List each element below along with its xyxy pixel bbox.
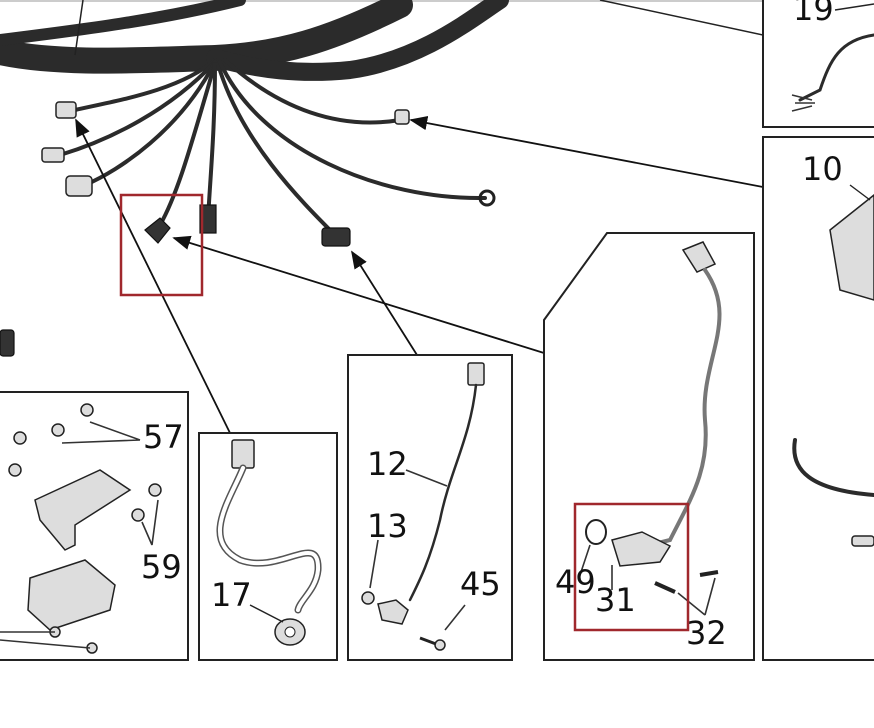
label-57: 57 <box>143 418 184 456</box>
label-17: 17 <box>211 576 252 614</box>
part-box-10: 10 <box>762 136 874 661</box>
label-32: 32 <box>686 614 727 652</box>
part-box-57-59: 57 59 <box>0 391 189 661</box>
label-12: 12 <box>367 445 408 483</box>
label-45: 45 <box>460 565 501 603</box>
part-box-19: 19 <box>762 0 874 128</box>
part-box-49-31-32: 49 31 32 <box>543 232 755 661</box>
part-box-12-13-45: 12 13 45 <box>347 354 513 661</box>
part-box-17: 17 <box>198 432 338 661</box>
highlight-box-sensor <box>573 502 690 632</box>
label-31: 31 <box>595 581 636 619</box>
main-harness <box>0 0 764 237</box>
label-13: 13 <box>367 507 408 545</box>
label-10: 10 <box>802 150 843 188</box>
label-19: 19 <box>793 0 834 28</box>
highlight-box-connector <box>119 193 204 297</box>
label-59: 59 <box>141 548 182 586</box>
harness-connectors <box>0 101 496 357</box>
